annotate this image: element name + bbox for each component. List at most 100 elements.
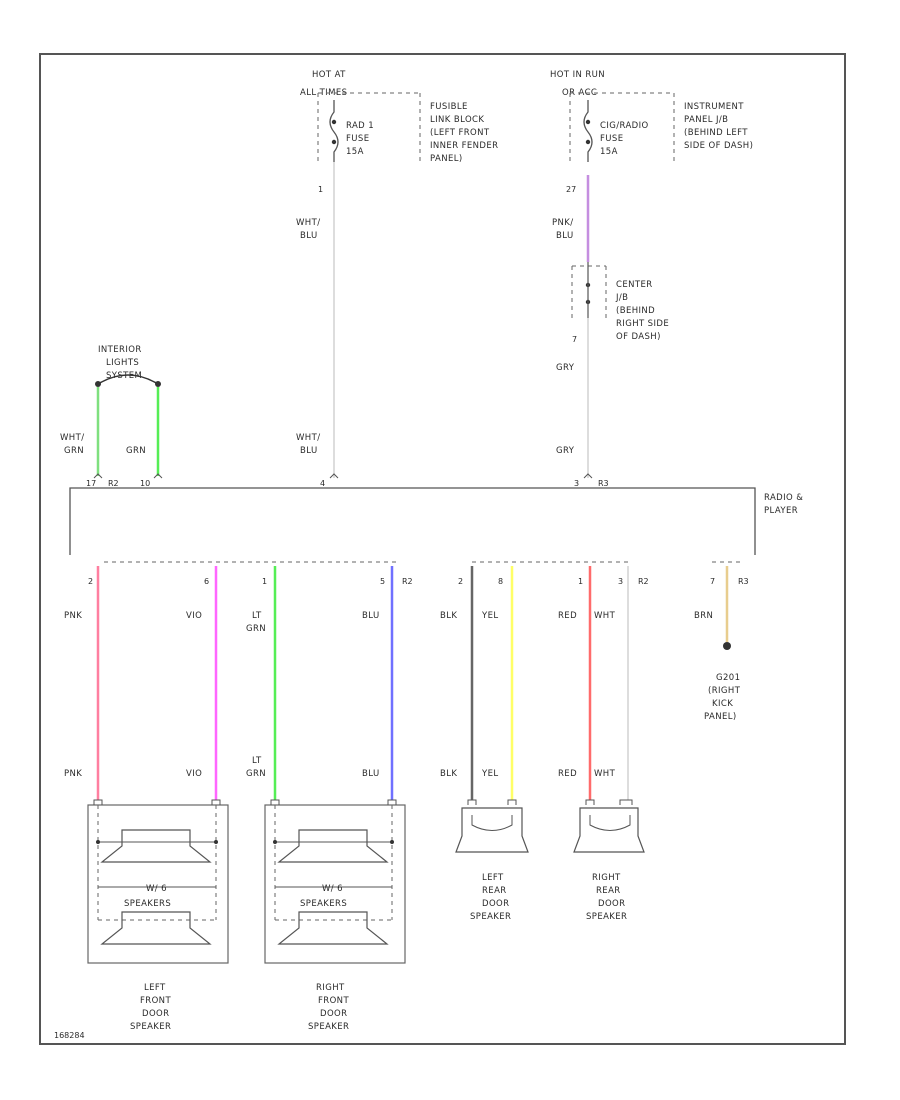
rad-fuse-terminal-bottom bbox=[331, 139, 337, 145]
rad-fuse-label-2: FUSE bbox=[346, 134, 369, 144]
cig-radio-fuse-label-1: CIG/RADIO bbox=[600, 121, 649, 131]
lf-speaker-label-3: DOOR bbox=[142, 1009, 169, 1019]
lf-woofer-icon bbox=[100, 911, 212, 945]
lf-speaker-label-1: LEFT bbox=[144, 983, 166, 993]
rf-speakers-option-label-1: W/ 6 bbox=[322, 884, 343, 894]
interior-lights-label-2: LIGHTS bbox=[106, 358, 139, 368]
fusible-link-block-label-1: FUSIBLE bbox=[430, 102, 468, 112]
wire-wht-label-top: WHT bbox=[594, 611, 616, 621]
wire-red-label-bottom: RED bbox=[558, 769, 577, 779]
ground-label-1: G201 bbox=[716, 673, 740, 683]
connector-mark bbox=[270, 799, 280, 805]
ground-label-2: (RIGHT bbox=[708, 686, 741, 696]
cig-radio-fuse-symbol bbox=[583, 100, 593, 162]
wire-lt-grn-label-top-2: GRN bbox=[246, 624, 266, 634]
cig-radio-fuse-terminal-top bbox=[585, 119, 591, 125]
pin-label: 2 bbox=[458, 577, 463, 586]
center-jb-label-3: (BEHIND bbox=[616, 306, 655, 316]
pin-label: 7 bbox=[710, 577, 715, 586]
lr-speaker-label-2: REAR bbox=[482, 886, 507, 896]
lf-speakers-option-label-2: SPEAKERS bbox=[124, 899, 171, 909]
rad-fuse-symbol bbox=[329, 100, 339, 162]
figure-id: 168284 bbox=[54, 1031, 85, 1040]
wire-vio-label-bottom: VIO bbox=[186, 769, 202, 779]
rr-speaker-label-3: DOOR bbox=[598, 899, 625, 909]
connector-mark bbox=[329, 473, 339, 479]
left-rear-speaker-icon bbox=[455, 807, 529, 853]
ground-label-4: PANEL) bbox=[704, 712, 737, 722]
rr-speaker-label-1: RIGHT bbox=[592, 873, 621, 883]
wire-lt-grn-label-bottom-2: GRN bbox=[246, 769, 266, 779]
fusible-link-block-label-5: PANEL) bbox=[430, 154, 463, 164]
pin-label: R3 bbox=[738, 577, 749, 586]
right-rear-speaker-icon bbox=[573, 807, 645, 853]
interior-lights-arc bbox=[97, 374, 159, 385]
rr-speaker-cone bbox=[589, 815, 631, 831]
rf-tweeter-terminal bbox=[390, 840, 394, 844]
rf-tweeter-terminal bbox=[273, 840, 277, 844]
lr-speaker-label-1: LEFT bbox=[482, 873, 504, 883]
connector-mark bbox=[211, 799, 221, 805]
wire-blk-label-bottom: BLK bbox=[440, 769, 457, 779]
instrument-panel-jb-label-3: (BEHIND LEFT bbox=[684, 128, 748, 138]
lr-speaker-cone bbox=[471, 815, 513, 831]
wire-yel-label-bottom: YEL bbox=[481, 769, 499, 779]
cig-radio-fuse-terminal-bottom bbox=[585, 139, 591, 145]
hot-at-all-times-label-2: ALL TIMES bbox=[300, 88, 347, 98]
rad-fuse-label-3: 15A bbox=[346, 147, 364, 157]
fusible-link-block-label-3: (LEFT FRONT bbox=[430, 128, 490, 138]
pin-label: R3 bbox=[598, 479, 609, 488]
pin-label: 2 bbox=[88, 577, 93, 586]
lf-speaker-label-2: FRONT bbox=[140, 996, 171, 1006]
pin-label: R2 bbox=[638, 577, 649, 586]
radio-player-box bbox=[69, 487, 756, 555]
wire-wht-blu-label-2: BLU bbox=[300, 231, 318, 241]
pin-label: 3 bbox=[574, 479, 579, 488]
lr-speaker-label-4: SPEAKER bbox=[470, 912, 511, 922]
connector-mark bbox=[507, 799, 517, 805]
pin-label: 6 bbox=[204, 577, 209, 586]
pin-label: R2 bbox=[402, 577, 413, 586]
ground-g201-icon bbox=[723, 642, 731, 650]
wire-pnk-blu-label-2: BLU bbox=[556, 231, 574, 241]
pin-label: R2 bbox=[108, 479, 119, 488]
interior-lights-terminal-right bbox=[155, 381, 161, 387]
wire-lt-grn-label-top-1: LT bbox=[252, 611, 262, 621]
rf-speaker-label-1: RIGHT bbox=[316, 983, 345, 993]
wire-wht-grn-label-1: WHT/ bbox=[60, 433, 84, 443]
pin-label: 8 bbox=[498, 577, 503, 586]
wire-red-label-top: RED bbox=[558, 611, 577, 621]
fusible-link-block-label-2: LINK BLOCK bbox=[430, 115, 484, 125]
pin-label: 17 bbox=[86, 479, 96, 488]
cig-radio-fuse-label-2: FUSE bbox=[600, 134, 623, 144]
connector-mark bbox=[467, 799, 477, 805]
pin-label: 1 bbox=[578, 577, 583, 586]
lf-speaker-label-4: SPEAKER bbox=[130, 1022, 171, 1032]
interior-lights-terminal-left bbox=[95, 381, 101, 387]
pin-label: 3 bbox=[618, 577, 623, 586]
lf-speakers-option-label-1: W/ 6 bbox=[146, 884, 167, 894]
interior-lights-label-1: INTERIOR bbox=[98, 345, 142, 355]
wire-wht-blu-label-3: WHT/ bbox=[296, 433, 320, 443]
lr-speaker-label-3: DOOR bbox=[482, 899, 509, 909]
wire-wht-blu-label-1: WHT/ bbox=[296, 218, 320, 228]
wire-pnk-label-top: PNK bbox=[64, 611, 82, 621]
rad-fuse-label-1: RAD 1 bbox=[346, 121, 374, 131]
connector-mark bbox=[93, 799, 103, 805]
radio-player-label-1: RADIO & bbox=[764, 493, 803, 503]
ground-label-3: KICK bbox=[712, 699, 733, 709]
connector-mark bbox=[387, 799, 397, 805]
rf-speaker-label-4: SPEAKER bbox=[308, 1022, 349, 1032]
center-jb-label-2: J/B bbox=[615, 293, 628, 303]
hot-at-all-times-label-1: HOT AT bbox=[312, 70, 346, 80]
wire-lt-grn-label-bottom-1: LT bbox=[252, 756, 262, 766]
pin-label: 5 bbox=[380, 577, 385, 586]
interior-lights-label-3: SYSTEM bbox=[106, 371, 142, 381]
connector-mark bbox=[93, 473, 103, 479]
rr-speaker-label-2: REAR bbox=[596, 886, 621, 896]
pin-label: 4 bbox=[320, 479, 325, 488]
wire-blk-label-top: BLK bbox=[440, 611, 457, 621]
wire-blu-label-bottom: BLU bbox=[362, 769, 380, 779]
wire-brn-label: BRN bbox=[694, 611, 713, 621]
